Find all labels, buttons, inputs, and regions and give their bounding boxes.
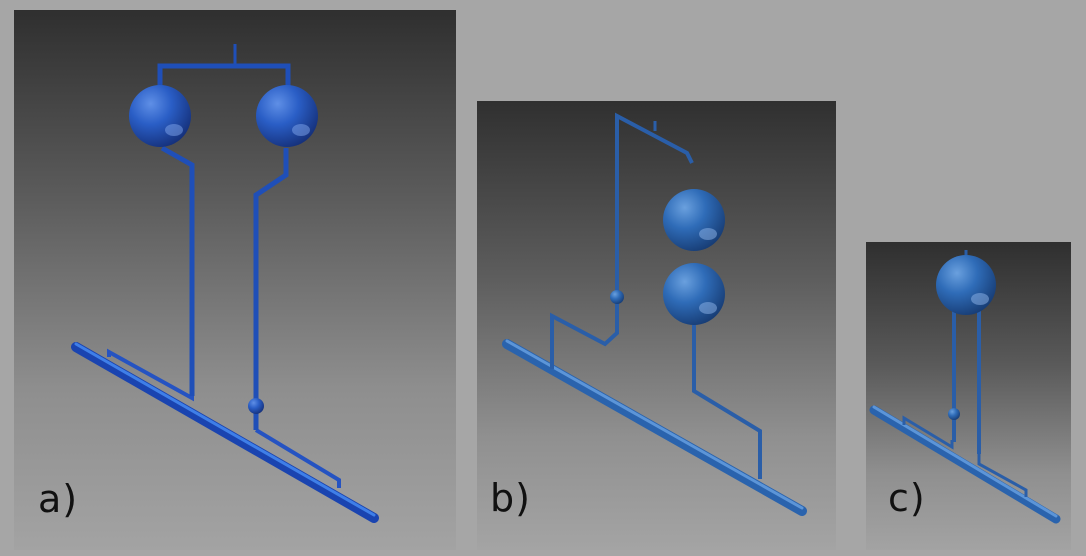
piping-model-a <box>71 44 379 523</box>
main-pipe-b <box>502 339 807 516</box>
sphere-top-b <box>663 189 725 251</box>
main-pipe-c <box>869 405 1061 524</box>
piping-model-c <box>869 250 1061 524</box>
panel-label-a: a) <box>38 477 79 521</box>
panel-label-b: b) <box>490 476 531 520</box>
sphere-left-a <box>129 85 191 147</box>
sphere-right-a <box>256 85 318 147</box>
sphere-bottom-b <box>663 263 725 325</box>
downcomer-b <box>692 321 762 479</box>
panel-b: b) <box>477 101 836 550</box>
riser-right-a <box>253 148 289 430</box>
panel-c: c) <box>866 242 1071 550</box>
valve-a <box>248 398 264 414</box>
riser-b <box>615 112 694 299</box>
top-header-a <box>157 63 291 90</box>
piping-model-b <box>502 112 807 516</box>
step-loop-b <box>550 299 619 369</box>
panel-label-c: c) <box>888 476 926 520</box>
riser-left-a <box>160 145 195 396</box>
panel-a: a) <box>14 10 456 550</box>
sphere-c <box>936 255 996 315</box>
valve-b <box>610 290 624 304</box>
valve-c <box>948 408 960 420</box>
main-pipe-a <box>71 342 379 523</box>
